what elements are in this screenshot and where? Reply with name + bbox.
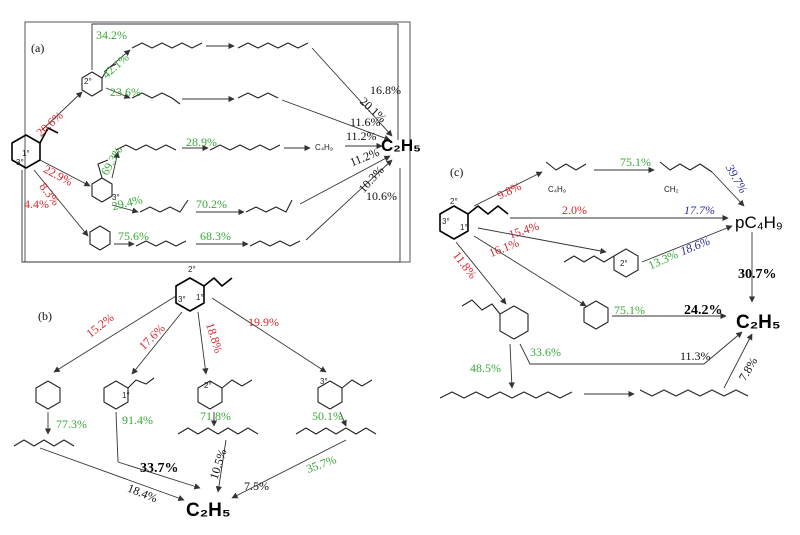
b-rate-k4: 18.4% bbox=[126, 481, 160, 506]
b-pos3-label: 3° bbox=[178, 295, 186, 304]
pos-3-label-a: 3° bbox=[16, 158, 24, 167]
b-ring-4 bbox=[317, 379, 373, 410]
c-pos2-label: 2° bbox=[450, 197, 458, 206]
b-rate-r3: 18.8% bbox=[203, 321, 226, 355]
c-rate-r1: 9.8% bbox=[495, 179, 524, 203]
b-product-c2h5: C₂H₅ bbox=[186, 500, 231, 521]
b-rate-g4: 50.1% bbox=[312, 409, 343, 423]
hexenyl-radical-a bbox=[135, 240, 187, 247]
a-c4h9-label: C₄H₉ bbox=[315, 143, 333, 152]
c-rate-k3: 11.3% bbox=[680, 349, 711, 363]
a-rate-g3: 23.6% bbox=[110, 85, 141, 99]
b-rate-r2: 17.6% bbox=[136, 321, 168, 353]
a-rate-g5: 28.9% bbox=[186, 135, 217, 149]
c-alkene-radical-1 bbox=[545, 161, 587, 171]
b-pos2-label: 2° bbox=[188, 265, 196, 274]
pos-1-label-a: 1° bbox=[22, 149, 30, 158]
c-rate-k2: 24.2% bbox=[684, 303, 723, 318]
b-ring-2 bbox=[103, 377, 155, 410]
b-rate-g3: 71.8% bbox=[200, 409, 231, 423]
octenyl-radical-a bbox=[131, 42, 203, 49]
c-pos1-label: 1° bbox=[460, 223, 468, 232]
radical-ring-top-a bbox=[81, 63, 117, 97]
b-rate-g5: 35.7% bbox=[304, 452, 338, 476]
c-ch2-label: CH₂ bbox=[664, 185, 679, 194]
c-ring-3 bbox=[583, 300, 609, 330]
c-rate-g1: 75.1% bbox=[620, 155, 651, 169]
a-rate-g4: 69.3% bbox=[98, 144, 126, 178]
nonene-chain-a bbox=[209, 144, 281, 151]
c-ring-4 bbox=[461, 299, 529, 340]
a-rate-g8: 75.6% bbox=[118, 229, 149, 243]
c-ring-2 bbox=[563, 248, 639, 278]
reactant-c bbox=[439, 205, 509, 240]
b-rate-r4: 19.9% bbox=[248, 315, 279, 329]
c-pc4h9-label: pC₄H₉ bbox=[735, 213, 783, 232]
b-ring-1 bbox=[35, 380, 61, 410]
arrows-b bbox=[39, 295, 347, 502]
branched-radical-2-a bbox=[139, 199, 189, 213]
pos-2-label-a: 2° bbox=[84, 77, 92, 86]
a-product-c2h5: C₂H₅ bbox=[381, 136, 421, 155]
branched-alkene-a bbox=[237, 92, 279, 99]
b-ring2-pos: 1° bbox=[122, 391, 130, 400]
branched-alkene-2-a bbox=[245, 199, 293, 213]
b-ring4-pos: 3° bbox=[320, 377, 328, 386]
c-rate-g5: 33.6% bbox=[530, 345, 561, 359]
nonenyl-radical-a bbox=[115, 144, 177, 151]
c-rate-r5: 11.8% bbox=[450, 249, 480, 282]
hexene-chain-a bbox=[249, 240, 301, 247]
a-rate-g9: 68.3% bbox=[200, 229, 231, 243]
radical-ring-mid-a bbox=[91, 159, 113, 203]
a-rate-k1: 16.8% bbox=[370, 83, 401, 97]
panel-b-label: (b) bbox=[38, 309, 52, 323]
b-rate-g1: 77.3% bbox=[56, 417, 87, 431]
a-rate-k3: 11.6% bbox=[350, 115, 381, 129]
c-rate-g3: 75.1% bbox=[614, 303, 645, 317]
panel-a-label: (a) bbox=[31, 41, 44, 55]
panel-c-label: (c) bbox=[450, 165, 463, 179]
a-rate-r1: 20.6% bbox=[33, 108, 65, 139]
c-rate-bl1: 39.7% bbox=[722, 161, 750, 196]
c-rate-g2: 13.3% bbox=[646, 247, 680, 272]
c-alkene-chain-2 bbox=[659, 161, 713, 173]
cyclohexyl-radical-a bbox=[89, 225, 111, 251]
b-alkene-chain-1 bbox=[13, 439, 75, 447]
a-rate-g7: 70.2% bbox=[196, 197, 227, 211]
reactant-b bbox=[175, 277, 233, 312]
c-ring2-pos: 2° bbox=[620, 259, 628, 268]
a-rate-k4: 11.2% bbox=[346, 129, 377, 143]
arrows-a bbox=[21, 23, 401, 263]
c-rate-k1: 30.7% bbox=[738, 267, 777, 282]
c-rate-g4: 48.5% bbox=[470, 361, 501, 375]
arrows-c bbox=[455, 166, 756, 398]
a-rate-k7: 10.6% bbox=[366, 189, 397, 203]
c-pos3-label: 3° bbox=[442, 217, 450, 226]
branched-radical-a bbox=[131, 92, 181, 105]
c-rate-bl3: 18.6% bbox=[678, 234, 712, 259]
a-rate-g2: 42.1% bbox=[99, 50, 131, 81]
b-alkene-chain-3 bbox=[295, 427, 377, 435]
c-rate-bl2: 17.7% bbox=[684, 203, 715, 217]
b-alkene-chain-2 bbox=[177, 427, 259, 435]
b-ring-3 bbox=[197, 379, 253, 410]
c-alkene-chain-3 bbox=[439, 391, 573, 399]
b-rate-k3: 7.5% bbox=[244, 479, 269, 493]
c-product-c2h5: C₂H₅ bbox=[736, 312, 781, 333]
pos-3-label-a2: 3° bbox=[112, 193, 120, 202]
c-c4h9-label: C₄H₉ bbox=[548, 185, 566, 194]
c-alkene-chain-4 bbox=[639, 389, 749, 397]
b-rate-g2: 91.4% bbox=[122, 413, 153, 427]
c-rate-r4: 16.1% bbox=[487, 235, 521, 260]
b-rate-k1: 33.7% bbox=[140, 461, 179, 476]
b-rate-k2: 10.5% bbox=[207, 447, 230, 481]
a-rate-g1: 34.2% bbox=[96, 28, 127, 42]
b-pos1-label: 1° bbox=[196, 293, 204, 302]
a-rate-r4: 4.4% bbox=[24, 197, 49, 211]
octene-chain-a bbox=[237, 42, 309, 49]
c-rate-r2: 2.0% bbox=[562, 203, 587, 217]
b-ring3-pos: 2° bbox=[204, 381, 212, 390]
